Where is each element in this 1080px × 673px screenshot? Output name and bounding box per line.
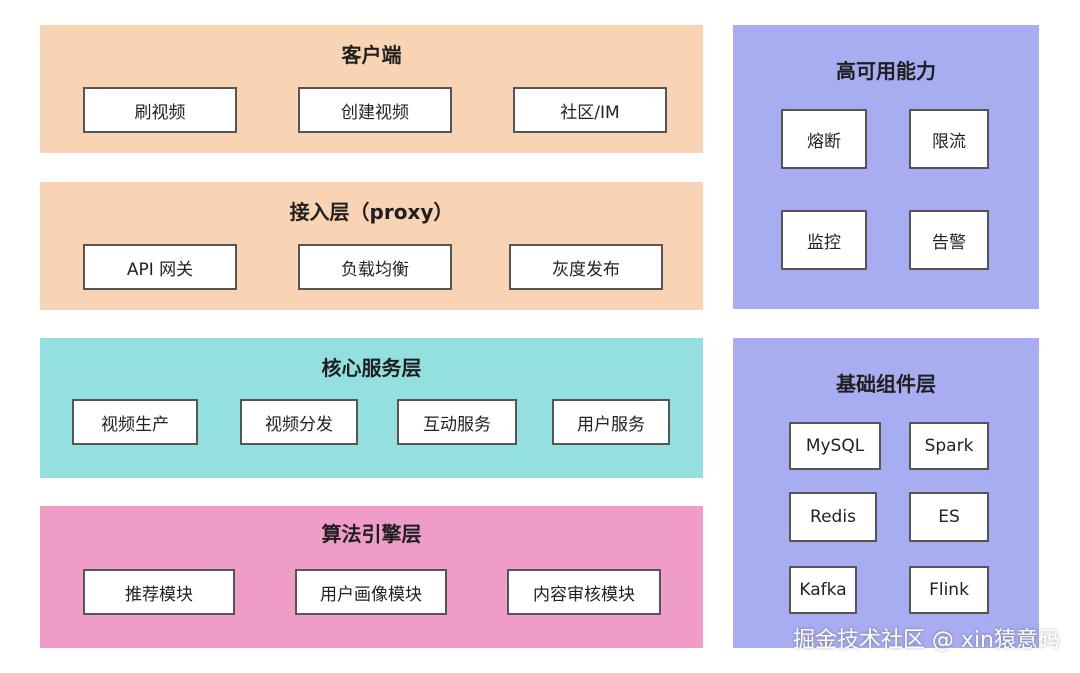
proxy-item-gray-release: 灰度发布 [509,244,663,290]
base-item-es: ES [909,492,989,542]
ha-item-monitoring: 监控 [781,210,867,270]
base-item-mysql: MySQL [789,422,881,470]
high-availability-layer: 高可用能力 熔断 限流 监控 告警 [733,25,1039,309]
core-item-user-service: 用户服务 [552,399,670,445]
core-item-video-distribution: 视频分发 [240,399,358,445]
base-item-kafka: Kafka [789,566,857,614]
core-service-layer: 核心服务层 视频生产 视频分发 互动服务 用户服务 [40,338,703,478]
client-item-browse-video: 刷视频 [83,87,237,133]
proxy-layer: 接入层（proxy） API 网关 负载均衡 灰度发布 [40,182,703,310]
client-layer: 客户端 刷视频 创建视频 社区/IM [40,25,703,153]
client-layer-title: 客户端 [341,43,402,67]
watermark: 掘金技术社区 @ xin猿意码 [792,628,1060,653]
client-item-community-im: 社区/IM [513,87,667,133]
ha-layer-title: 高可用能力 [836,59,936,83]
algorithm-engine-layer: 算法引擎层 推荐模块 用户画像模块 内容审核模块 [40,506,703,648]
algo-item-content-review: 内容审核模块 [507,569,661,615]
ha-item-rate-limit: 限流 [909,109,989,169]
proxy-item-load-balancing: 负载均衡 [298,244,452,290]
client-item-create-video: 创建视频 [298,87,452,133]
algo-item-recommendation: 推荐模块 [83,569,235,615]
base-component-layer: 基础组件层 MySQL Spark Redis ES Kafka Flink [733,338,1039,648]
base-item-flink: Flink [909,566,989,614]
base-item-redis: Redis [789,492,877,542]
algo-item-user-profile: 用户画像模块 [295,569,447,615]
proxy-layer-title: 接入层（proxy） [289,200,454,224]
proxy-item-api-gateway: API 网关 [83,244,237,290]
ha-item-circuit-breaker: 熔断 [781,109,867,169]
core-item-interaction-service: 互动服务 [397,399,517,445]
base-item-spark: Spark [909,422,989,470]
ha-item-alerting: 告警 [909,210,989,270]
core-layer-title: 核心服务层 [321,356,422,380]
core-item-video-production: 视频生产 [72,399,198,445]
base-layer-title: 基础组件层 [836,372,936,396]
algo-layer-title: 算法引擎层 [321,522,422,546]
